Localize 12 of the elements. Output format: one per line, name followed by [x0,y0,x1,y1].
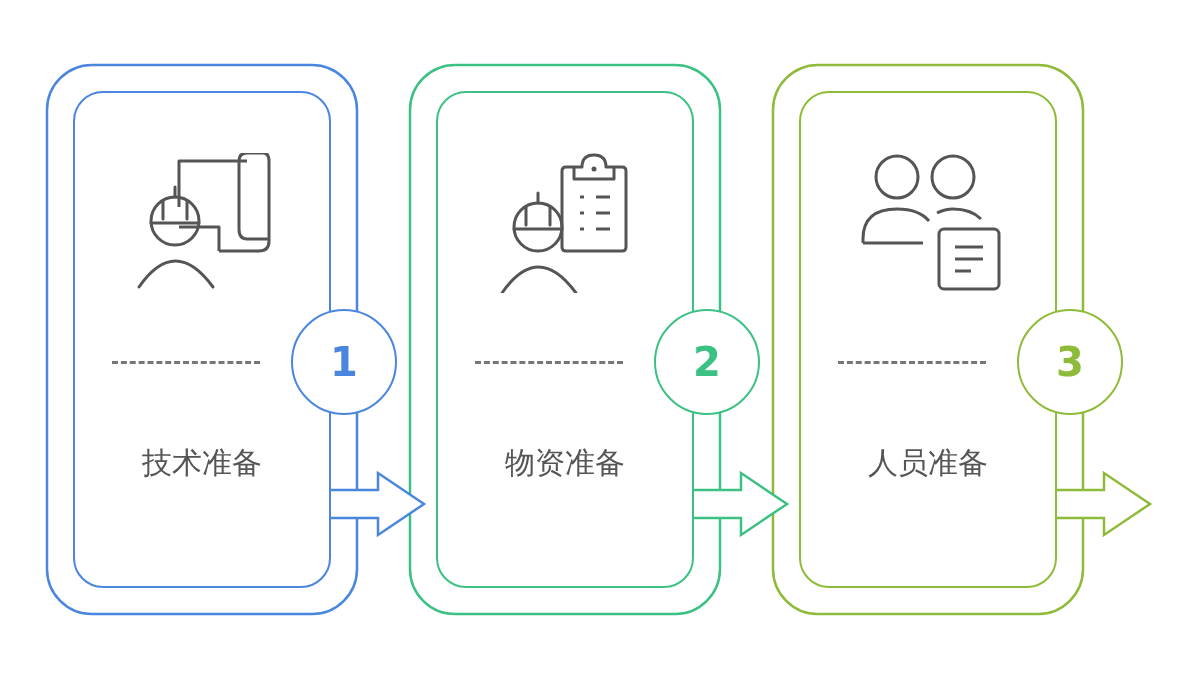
step-number: 1 [330,342,358,382]
step-card [73,91,331,588]
arrow [329,470,427,538]
step-title: 物资准备 [504,444,626,482]
arrow [1055,470,1153,538]
step-card [436,91,694,588]
step-number: 3 [1056,342,1084,382]
step-number: 2 [693,342,721,382]
step-title: 技术准备 [141,444,263,482]
arrow [692,470,790,538]
step-title: 人员准备 [867,444,989,482]
step-card [799,91,1057,588]
